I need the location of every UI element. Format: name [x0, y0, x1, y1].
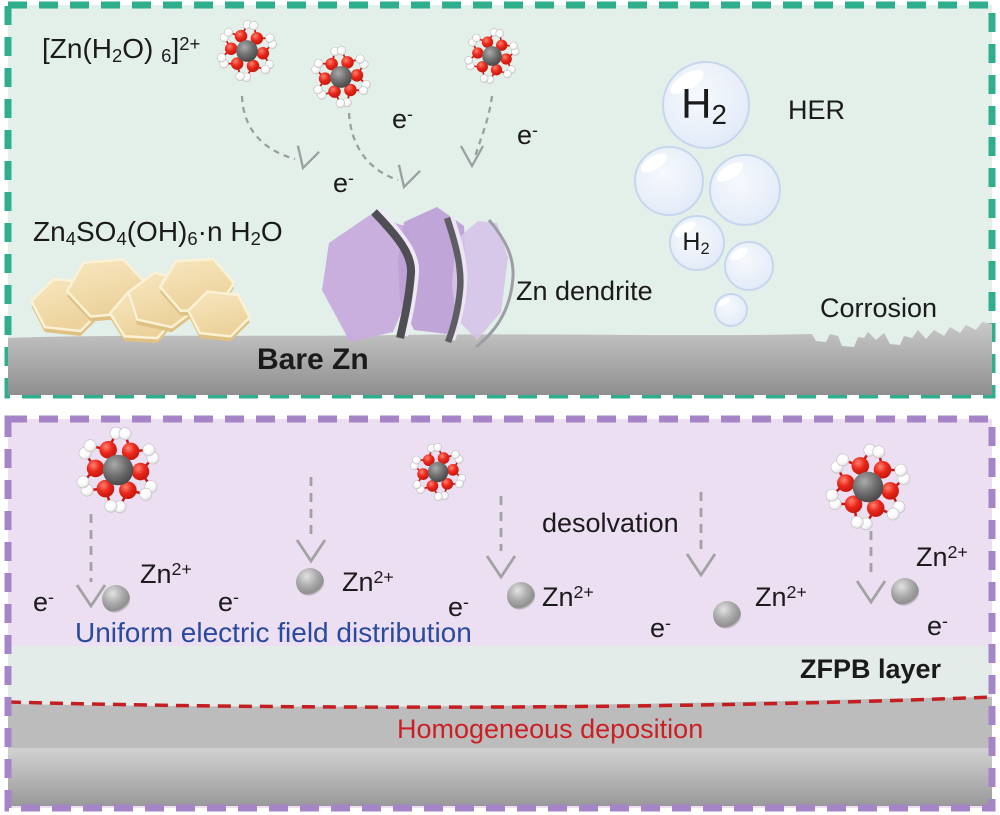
electron-label: e- — [392, 103, 413, 134]
ion-migration-arrows-top — [240, 95, 494, 190]
her-label: HER — [788, 95, 846, 125]
hydrated-zinc-ion-icon — [76, 426, 160, 514]
ion-migration-arrows-bottom — [75, 477, 887, 609]
zn-dendrite-crystals — [322, 207, 515, 349]
zn-ion-label: Zn2+ — [542, 581, 594, 612]
zn-ion-label: Zn2+ — [342, 566, 394, 597]
electron-label: e- — [218, 586, 239, 617]
hydrated-zinc-ion-icon — [464, 28, 520, 84]
electron-label: e- — [517, 119, 538, 150]
desolvation-label: desolvation — [542, 508, 679, 538]
zfpb-layer-label: ZFPB layer — [800, 654, 942, 684]
dendrite-label: Zn dendrite — [516, 276, 653, 306]
field-distribution-label: Uniform electric field distribution — [75, 617, 472, 648]
hydrated-zinc-ion-icon — [825, 443, 911, 531]
zinc-salt-crystals — [30, 257, 251, 344]
bare-zn-label: Bare Zn — [257, 343, 369, 376]
zn-ion-label: Zn2+ — [755, 581, 807, 612]
deposition-layer-1 — [8, 697, 992, 748]
electron-label: e- — [927, 610, 948, 641]
electron-label: e- — [448, 591, 469, 622]
zn-ion-label: Zn2+ — [140, 558, 192, 589]
bare-zn-electrode — [8, 322, 992, 395]
uniform-interface-line — [7, 695, 993, 709]
h2-label-small: H2 — [682, 227, 710, 258]
corrosion-label: Corrosion — [820, 293, 938, 323]
zfpb-panel-border — [4, 415, 996, 812]
zn-ion-label: Zn2+ — [916, 541, 968, 572]
electron-label: e- — [333, 167, 354, 198]
electron-label: e- — [650, 612, 671, 643]
deposition-label: Homogeneous deposition — [397, 714, 704, 744]
hydrated-zinc-ion-icon — [217, 20, 277, 82]
hydrated-zinc-ion-icon — [409, 443, 467, 501]
hydrated-zinc-ion-icon — [311, 46, 371, 108]
h2-label-large: H2 — [681, 79, 727, 131]
salt-formula: Zn4SO4(OH)6·n H2O — [33, 216, 283, 250]
zfpb-layer-strip — [8, 646, 992, 707]
electron-label: e- — [33, 586, 54, 617]
h2-bubbles — [634, 61, 781, 327]
zn-ions — [102, 568, 919, 629]
deposition-layer-2 — [8, 748, 992, 806]
hydrated-ion-formula: [Zn(H2O) 6]2+ — [42, 32, 201, 67]
